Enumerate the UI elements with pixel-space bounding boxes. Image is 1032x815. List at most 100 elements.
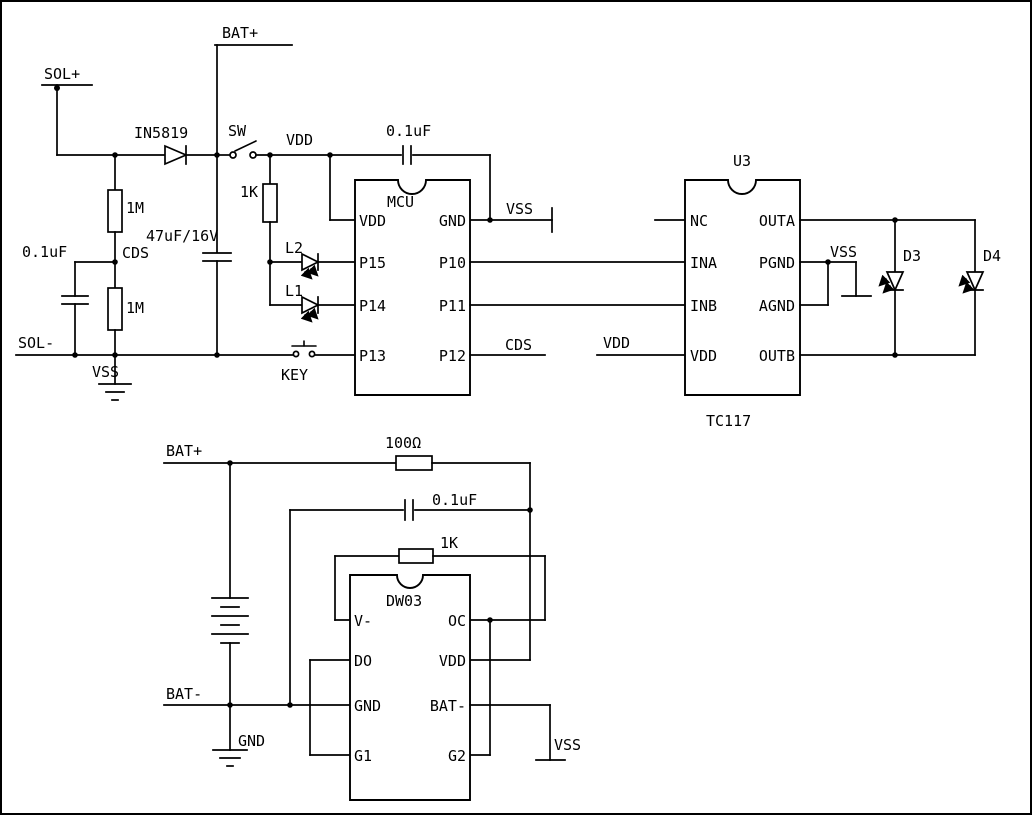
mcu-body <box>354 179 471 396</box>
diode-symbol <box>164 144 189 166</box>
u3-pin-agnd: AGND <box>759 297 795 315</box>
led-emission-arrow <box>300 310 313 323</box>
button-label: KEY <box>281 366 308 384</box>
resistor-label: 1M <box>126 299 144 317</box>
net-label-bat-plus: BAT+ <box>166 442 202 460</box>
diode-in5819: IN5819 <box>134 124 218 166</box>
button-terminal <box>292 350 300 358</box>
mcu-pin-p11: P11 <box>439 297 466 315</box>
resistor-body <box>107 189 123 233</box>
resistor-label: 100Ω <box>385 434 421 452</box>
top-circuit: SOL+ IN5819 BAT+ SW <box>15 24 1001 430</box>
dw03-pin-oc: OC <box>448 612 466 630</box>
button-terminal <box>308 350 316 358</box>
resistor-body <box>107 287 123 331</box>
u3-chip: U3 NC INA INB VDD OUTA PGND AGND OUTB TC… <box>684 152 801 430</box>
gnd-ground: GND <box>212 704 265 767</box>
switch-terminal <box>249 151 257 159</box>
u3-ref: U3 <box>733 152 751 170</box>
u3-pin-vdd: VDD <box>690 347 717 365</box>
u3-body <box>684 179 801 396</box>
net-label-vss: VSS <box>554 736 581 754</box>
led-label: L1 <box>285 282 303 300</box>
net-label-vss: VSS <box>506 200 533 218</box>
mcu-pin-p13: P13 <box>359 347 386 365</box>
mcu-pin-p12: P12 <box>439 347 466 365</box>
resistor-label: 1K <box>240 183 258 201</box>
led-symbol <box>301 252 320 272</box>
key-button: KEY <box>281 340 356 384</box>
net-label-vss: VSS <box>92 363 119 381</box>
gate-wires <box>309 619 491 756</box>
led-label: D4 <box>983 247 1001 265</box>
led-emission-arrow <box>306 307 319 320</box>
diode-label: IN5819 <box>134 124 188 142</box>
led-symbol <box>301 295 320 315</box>
solar-positive-terminal: SOL+ <box>41 65 166 158</box>
battery-protection-circuit: BAT+ 100Ω BAT- <box>163 434 581 801</box>
u3-pin-nc: NC <box>690 212 708 230</box>
led-emission-arrow <box>882 281 895 294</box>
resistor-body <box>395 455 433 471</box>
led-d3: D3 <box>878 219 921 356</box>
solar-negative-rail: SOL- <box>15 334 294 358</box>
junction-dot <box>487 217 493 223</box>
decoupling-cap-mcu: 0.1uF <box>329 122 491 221</box>
net-label-vdd: VDD <box>286 131 313 149</box>
bat-minus-rail: BAT- <box>163 685 351 708</box>
led-symbol <box>885 271 905 293</box>
voltage-divider: 1M 1M <box>107 154 144 356</box>
mcu-pin-p15: P15 <box>359 254 386 272</box>
dw03-name: DW03 <box>386 592 422 610</box>
led-emission-arrow <box>962 281 975 294</box>
led-label: L2 <box>285 239 303 257</box>
mcu-chip: MCU VDD P15 P14 P13 GND P10 P11 P12 <box>354 179 471 396</box>
vss-ground-divider: VSS <box>92 354 132 401</box>
cap-label: 47uF/16V <box>146 227 218 245</box>
junction-dot <box>825 259 831 265</box>
led-emission-arrow <box>300 267 313 280</box>
led-label: D3 <box>903 247 921 265</box>
led-emission-arrow <box>958 274 971 287</box>
u3-part-number: TC117 <box>706 412 751 430</box>
dw03-chip: DW03 V- DO GND G1 OC VDD BAT- G2 <box>349 574 471 801</box>
cap-01uf-bottom: 0.1uF <box>289 491 531 706</box>
net-label-vss: VSS <box>830 243 857 261</box>
cap-47uf: 47uF/16V <box>146 154 232 358</box>
filter-cap-cds: 0.1uF <box>22 243 89 358</box>
resistor-body <box>262 183 278 223</box>
resistor-label: 1M <box>126 199 144 217</box>
resistor-body <box>398 548 434 564</box>
switch-terminal <box>229 151 237 159</box>
u3-pin-outb: OUTB <box>759 347 795 365</box>
dw03-pin-vminus: V- <box>354 612 372 630</box>
mcu-pin-p14: P14 <box>359 297 386 315</box>
resistor-1k-top: 1K <box>240 154 278 306</box>
switch-label: SW <box>228 122 247 140</box>
led-l2: L2 <box>269 239 356 280</box>
dw03-pin-batminus: BAT- <box>430 697 466 715</box>
cap-label: 0.1uF <box>386 122 431 140</box>
u3-vss-ground: VSS <box>799 243 872 306</box>
net-label-bat-minus: BAT- <box>166 685 202 703</box>
cap-label: 0.1uF <box>432 491 477 509</box>
led-emission-arrow <box>878 274 891 287</box>
dw03-pin-do: DO <box>354 652 372 670</box>
net-label-cds: CDS <box>122 244 149 262</box>
battery-symbol <box>211 462 249 706</box>
led-emission-arrow <box>306 264 319 277</box>
switch-lever <box>234 140 257 152</box>
mcu-pin-vdd: VDD <box>359 212 386 230</box>
net-label-sol-plus: SOL+ <box>44 65 80 83</box>
cds-node: CDS <box>74 244 149 263</box>
dw03-pin-g1: G1 <box>354 747 372 765</box>
dw03-body <box>349 574 471 801</box>
net-label-vdd: VDD <box>603 334 630 352</box>
mcu-name: MCU <box>387 193 414 211</box>
mcu-pin-gnd: GND <box>439 212 466 230</box>
mcu-ground-net: VSS <box>469 200 553 233</box>
power-switch: SW VDD <box>216 122 333 159</box>
vss-ground-bottom: VSS <box>469 704 581 761</box>
